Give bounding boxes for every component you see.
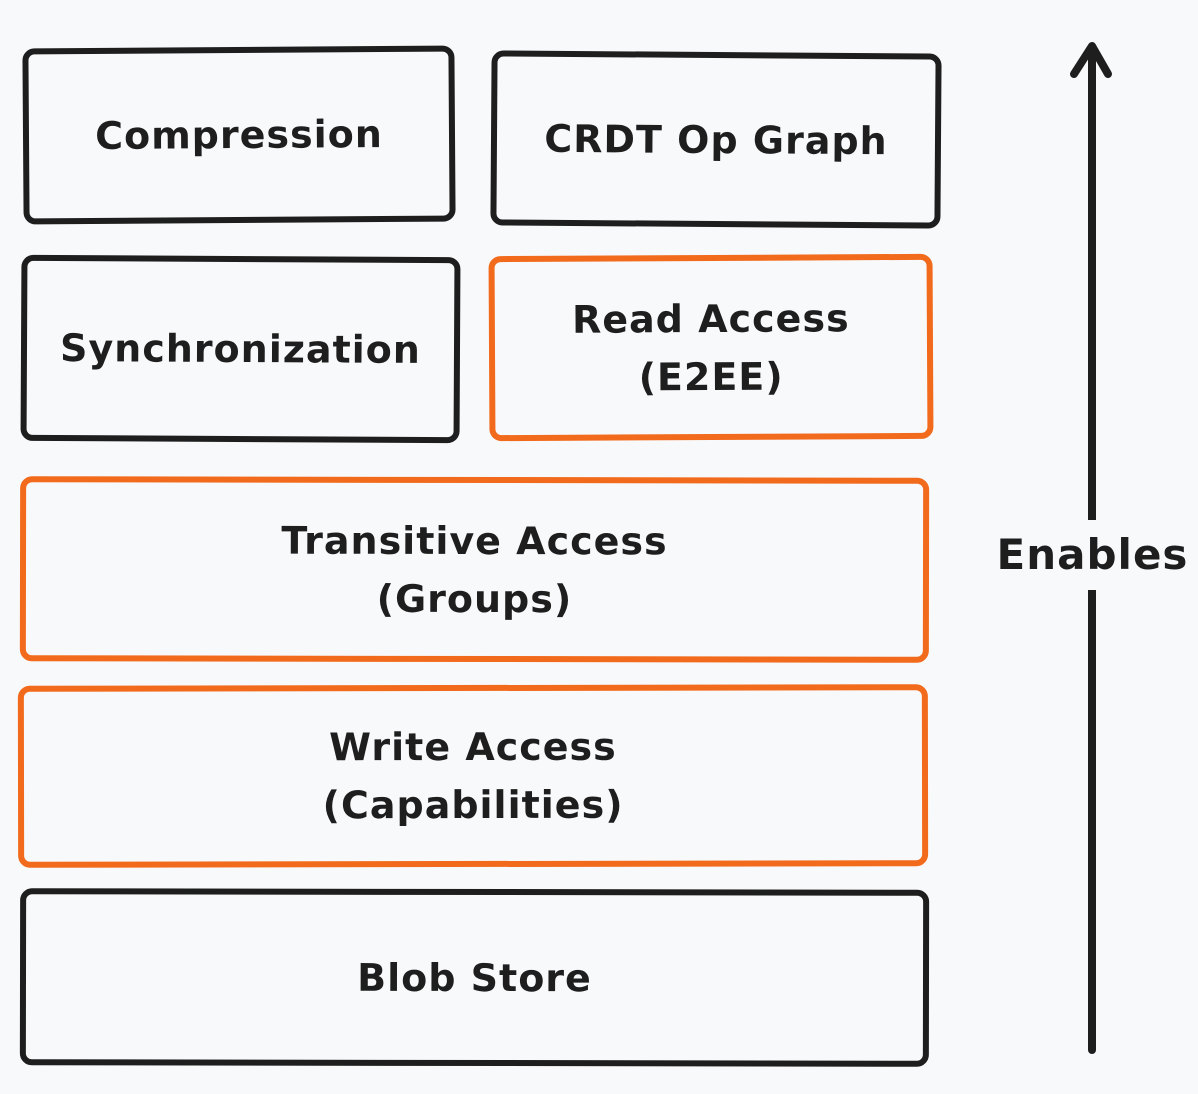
crdt-op-graph-layer: CRDT Op Graph	[490, 50, 942, 229]
synchronization-label: Synchronization	[59, 326, 422, 372]
transitive-access-label: Transitive Access	[281, 518, 668, 563]
synchronization-layer: Synchronization	[20, 254, 461, 444]
enables-label: Enables	[990, 520, 1195, 590]
read-access-sublabel: (E2EE)	[638, 354, 784, 399]
arrow-head-icon	[1070, 42, 1112, 78]
blob-store-label: Blob Store	[357, 955, 592, 1000]
compression-layer: Compression	[22, 45, 456, 225]
write-access-label: Write Access	[329, 724, 617, 770]
read-access-label: Read Access	[571, 295, 850, 342]
write-access-layer: Write Access (Capabilities)	[17, 684, 929, 868]
crdt-op-graph-label: CRDT Op Graph	[544, 116, 888, 163]
transitive-access-layer: Transitive Access (Groups)	[19, 476, 930, 663]
compression-label: Compression	[94, 111, 384, 159]
read-access-layer: Read Access (E2EE)	[488, 253, 934, 442]
write-access-sublabel: (Capabilities)	[322, 782, 624, 828]
transitive-access-sublabel: (Groups)	[376, 576, 573, 621]
blob-store-layer: Blob Store	[19, 888, 930, 1067]
